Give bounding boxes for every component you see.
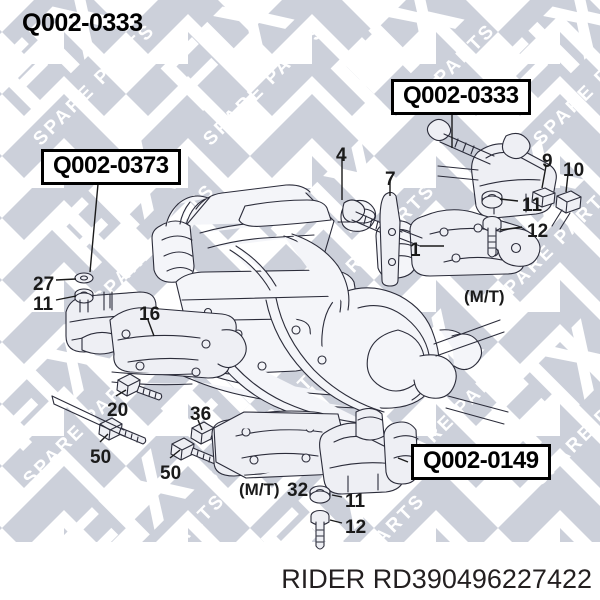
part-number-50-left: 50 xyxy=(90,447,112,468)
part-number-50-lower: 50 xyxy=(160,463,182,484)
hardware-right-column xyxy=(481,190,503,258)
leader-36 xyxy=(197,419,203,431)
rear-engine-mount xyxy=(309,407,419,550)
left-bracket-arm xyxy=(109,307,247,386)
leader-16 xyxy=(147,319,155,337)
leader-0149 xyxy=(397,457,409,463)
watermark-logo-tile: FIX SPARE PARTS xyxy=(473,303,600,490)
leader-10 xyxy=(565,173,569,193)
hardware-right xyxy=(531,187,582,230)
annotation-mt-bottom: (M/T) xyxy=(239,480,280,499)
part-number-32: 32 xyxy=(287,480,309,501)
callout-q002-0333[interactable]: Q002-0333 xyxy=(391,79,531,115)
bolt-50-lower xyxy=(170,437,219,465)
footer-white-band xyxy=(0,542,600,600)
part-number-10: 10 xyxy=(563,160,585,181)
part-number-12-right: 12 xyxy=(527,221,549,242)
part-number-16: 16 xyxy=(139,304,161,325)
watermark-logo-tile: FIX SPARE PARTS xyxy=(143,0,330,150)
watermark-logo-tile: FIX SPARE PARTS xyxy=(0,0,160,150)
part-number-12-bottom: 12 xyxy=(345,517,367,538)
leader-27 xyxy=(55,278,77,281)
part-number-20: 20 xyxy=(107,400,129,421)
bolt-50-left xyxy=(51,395,147,445)
part-number-4: 4 xyxy=(336,145,347,166)
footer-part-code: RIDER RD390496227422 xyxy=(281,564,592,594)
leader-9 xyxy=(541,165,547,189)
leader-11-left xyxy=(55,295,77,301)
part-number-11-left: 11 xyxy=(33,294,54,315)
bolt-20 xyxy=(116,373,163,401)
callout-q002-0149[interactable]: Q002-0149 xyxy=(411,444,551,480)
part-number-36: 36 xyxy=(190,404,212,425)
leader-0373 xyxy=(89,183,99,273)
watermark-logo-tile: FIX SPARE PARTS xyxy=(0,303,150,490)
lower-center-plate xyxy=(211,410,343,479)
leader-lines xyxy=(55,112,569,524)
part-number-27: 27 xyxy=(33,274,55,295)
leader-11-right xyxy=(499,198,519,202)
part-number-7: 7 xyxy=(385,169,396,190)
callout-q002-0373[interactable]: Q002-0373 xyxy=(41,149,181,185)
page-title: Q002-0333 xyxy=(22,9,143,37)
annotation-mt-right: (M/T) xyxy=(464,287,505,306)
torque-rod-link xyxy=(342,118,495,287)
leader-12-bottom xyxy=(329,519,343,524)
part-number-11-right: 11 xyxy=(522,195,543,216)
leader-50-lower xyxy=(169,449,181,459)
part-number-1-upper: 1 xyxy=(410,240,421,261)
leader-11-bottom xyxy=(331,494,343,498)
leader-50-left xyxy=(99,433,109,443)
part-number-9: 9 xyxy=(542,151,553,172)
part-number-11-bottom: 11 xyxy=(345,491,366,512)
leader-12-right xyxy=(499,226,523,231)
leader-20 xyxy=(115,389,127,397)
